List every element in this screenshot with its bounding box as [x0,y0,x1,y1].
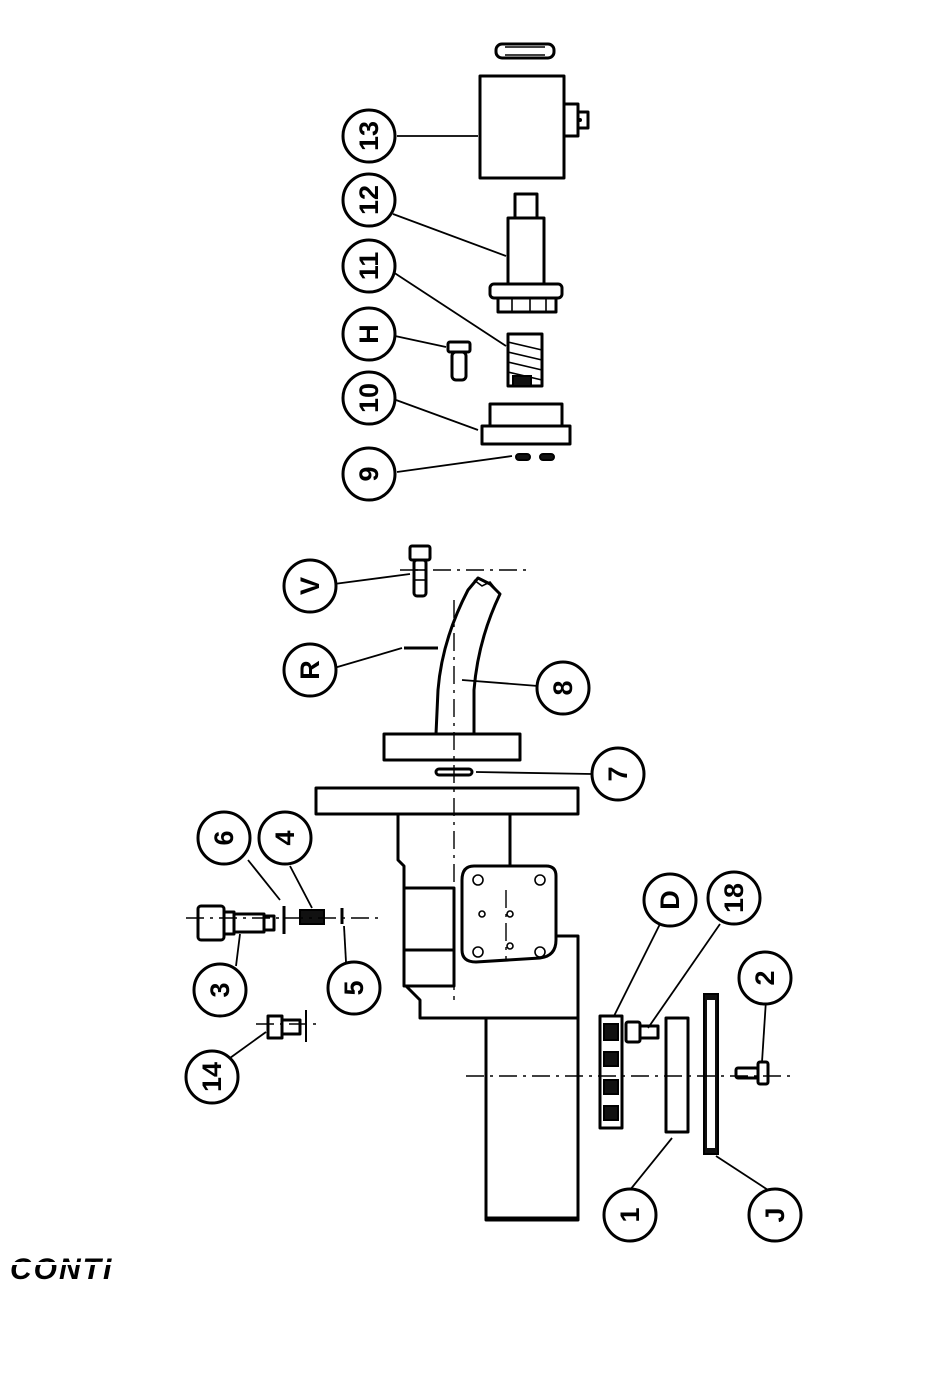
callout-2: 2 [739,952,791,1004]
steam-pipe [436,578,500,734]
callout-label: 8 [548,680,578,695]
solenoid-stem [490,194,562,312]
callout-j: J [749,1189,801,1241]
callout-label: 14 [197,1062,227,1092]
callout-18: 18 [708,872,760,924]
callout-label: 2 [750,970,780,985]
callout-3: 3 [194,964,246,1016]
heating-parts [600,994,768,1154]
callout-4: 4 [259,812,311,864]
callout-label: 12 [354,185,384,215]
fitting-14 [268,1010,306,1042]
fitting-3 [198,906,274,940]
plunger [448,342,470,380]
callout-label: J [760,1207,790,1222]
callout-h: H [343,308,395,360]
callout-label: R [295,660,325,680]
callout-label: 3 [205,982,235,997]
callout-label: 5 [339,980,369,995]
callout-d: D [644,874,696,926]
callout-label: 1 [615,1207,645,1222]
callout-label: 18 [719,883,749,913]
callout-1: 1 [604,1189,656,1241]
screw-v [410,546,430,596]
callout-label: 10 [354,383,384,413]
callout-5: 5 [328,962,380,1014]
screw-2 [736,1062,768,1084]
nut-4 [300,910,324,924]
gasket-1 [666,1018,688,1132]
solenoid-coil [480,76,564,178]
plunger-spring [508,334,542,386]
valve-body [398,814,578,1220]
solenoid-base [482,404,570,444]
callout-label: 6 [209,830,239,845]
callout-label: 13 [354,121,384,151]
callout-label: D [655,890,685,910]
callout-label: 9 [354,466,384,481]
solenoid-assembly [448,44,588,460]
callout-12: 12 [343,174,395,226]
brand-logo: CONTI [10,1253,113,1286]
callout-label: 7 [603,766,633,781]
callout-label: H [354,324,384,344]
callout-14: 14 [186,1051,238,1103]
callout-11: 11 [343,240,395,292]
callout-7: 7 [592,748,644,800]
callout-v: V [284,560,336,612]
callout-6: 6 [198,812,250,864]
callout-r: R [284,644,336,696]
callout-label: 11 [354,252,384,281]
callout-9: 9 [343,448,395,500]
callout-label: 4 [270,830,300,845]
callout-10: 10 [343,372,395,424]
callout-label: V [295,577,325,595]
o-rings [516,454,554,460]
screw-18 [626,1022,658,1042]
callout-13: 13 [343,110,395,162]
callout-8: 8 [537,662,589,714]
